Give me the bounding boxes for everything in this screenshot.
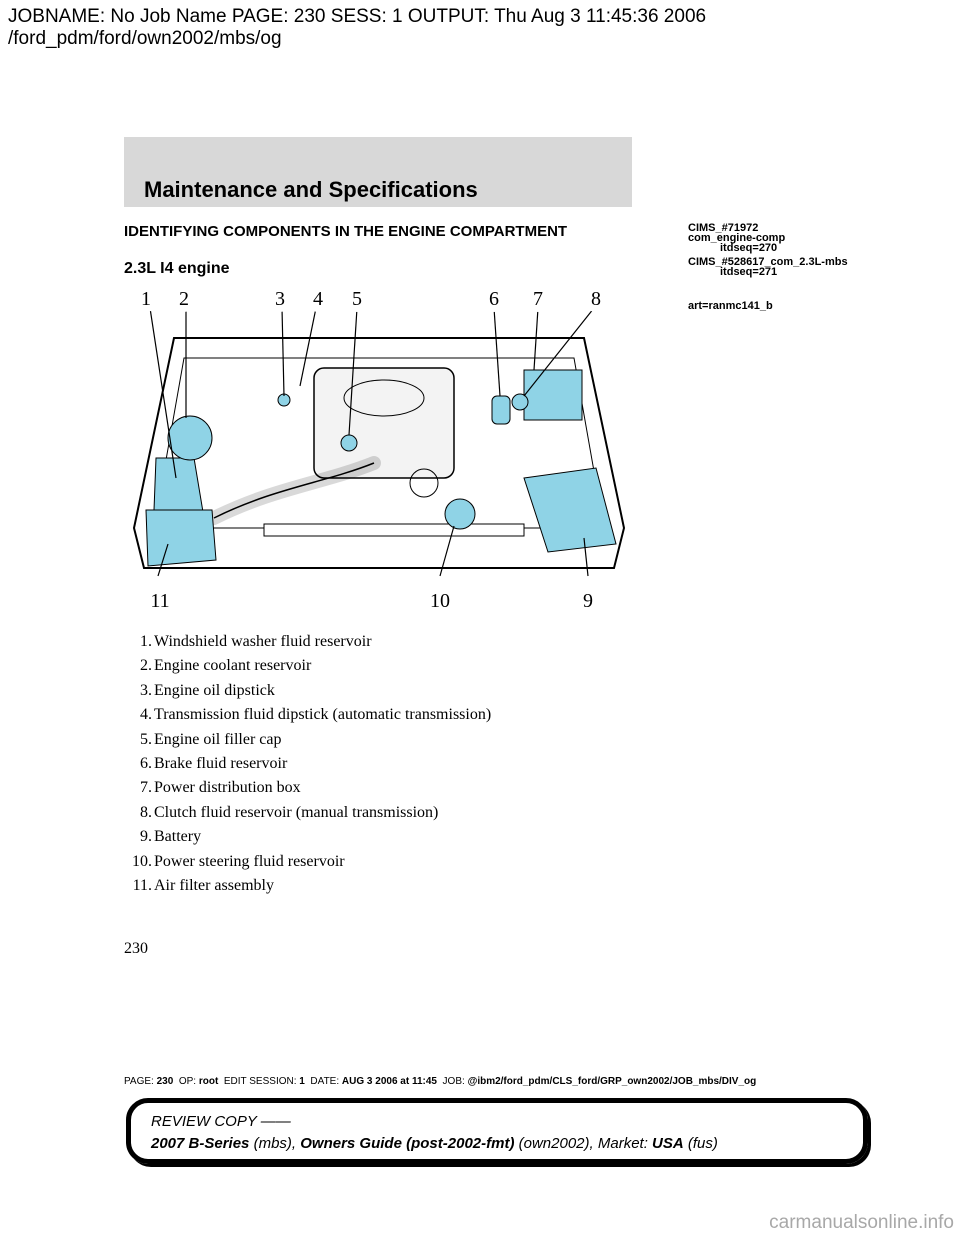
item-label: Engine oil filler cap bbox=[154, 730, 282, 748]
item-number: 9. bbox=[140, 828, 152, 846]
review-copy-box: REVIEW COPY —— 2007 B-Series (mbs), Owne… bbox=[126, 1098, 868, 1164]
section-banner: Maintenance and Specifications bbox=[124, 137, 632, 207]
list-item: 3.Engine oil dipstick bbox=[124, 679, 644, 703]
item-number: 2. bbox=[140, 657, 152, 675]
art-reference: art=ranmc141_b bbox=[688, 300, 773, 312]
cims-id-1: CIMS_#71972 bbox=[688, 222, 759, 234]
item-label: Transmission fluid dipstick (automatic t… bbox=[154, 706, 492, 724]
cims-id-2: CIMS_#528617_com_2.3L-mbs bbox=[688, 256, 848, 268]
page-number: 230 bbox=[124, 940, 148, 957]
item-number: 3. bbox=[140, 681, 152, 699]
list-item: 8.Clutch fluid reservoir (manual transmi… bbox=[124, 801, 644, 825]
footer-job-info: PAGE: 230 OP: root EDIT SESSION: 1 DATE:… bbox=[124, 1076, 757, 1087]
cims-block-2: CIMS_#528617_com_2.3L-mbs itdseq=271 bbox=[688, 256, 848, 278]
cims-seq-1: itdseq=270 bbox=[720, 242, 778, 254]
job-header-line2: /ford_pdm/ford/own2002/mbs/og bbox=[8, 28, 282, 49]
radiator-support bbox=[263, 523, 525, 537]
engine-block bbox=[313, 367, 455, 479]
brake-reservoir bbox=[491, 395, 511, 425]
oil-filler-cap bbox=[340, 434, 358, 452]
watermark: carmanualsonline.info bbox=[769, 1212, 954, 1233]
item-number: 10. bbox=[132, 852, 152, 870]
engine-compartment-diagram: 1 2 3 4 5 6 7 8 9 10 11 bbox=[124, 278, 634, 618]
engine-illustration: 1 2 3 4 5 6 7 8 9 10 11 bbox=[132, 284, 626, 614]
list-item: 4.Transmission fluid dipstick (automatic… bbox=[124, 703, 644, 727]
callout-4: 4 bbox=[313, 288, 323, 310]
item-label: Windshield washer fluid reservoir bbox=[154, 633, 372, 650]
item-number: 8. bbox=[140, 803, 152, 821]
review-copy-label: REVIEW COPY —— bbox=[151, 1113, 291, 1130]
item-label: Brake fluid reservoir bbox=[154, 754, 288, 772]
item-label: Engine oil dipstick bbox=[154, 681, 275, 699]
item-label: Power distribution box bbox=[154, 779, 301, 797]
item-label: Air filter assembly bbox=[154, 876, 274, 894]
cims-code-1: com_engine-comp bbox=[688, 232, 786, 244]
item-number: 6. bbox=[140, 754, 152, 772]
page-heading: IDENTIFYING COMPONENTS IN THE ENGINE COM… bbox=[124, 223, 568, 240]
clutch-reservoir bbox=[511, 393, 529, 411]
coolant-reservoir bbox=[167, 415, 213, 461]
air-filter-box bbox=[145, 509, 217, 567]
list-item: 6.Brake fluid reservoir bbox=[124, 752, 644, 776]
sub-heading: 2.3L I4 engine bbox=[124, 260, 230, 277]
review-copy-details: 2007 B-Series (mbs), Owners Guide (post-… bbox=[151, 1135, 718, 1152]
power-distribution-box bbox=[523, 369, 583, 421]
callout-labels: 1 2 3 4 5 6 7 8 9 10 11 bbox=[132, 284, 610, 614]
component-list: 1.Windshield washer fluid reservoir 2.En… bbox=[124, 630, 644, 898]
callout-7: 7 bbox=[533, 288, 543, 310]
list-item: 7.Power distribution box bbox=[124, 776, 644, 800]
air-intake-line bbox=[213, 462, 375, 519]
cims-seq-2: itdseq=271 bbox=[720, 266, 778, 278]
list-item: 9.Battery bbox=[124, 825, 644, 849]
list-item: 10.Power steering fluid reservoir bbox=[124, 850, 644, 874]
callout-8: 8 bbox=[591, 288, 601, 310]
job-header-line1: JOBNAME: No Job Name PAGE: 230 SESS: 1 O… bbox=[8, 6, 707, 27]
callout-3: 3 bbox=[275, 288, 285, 310]
pulley bbox=[409, 468, 439, 498]
power-steering-reservoir bbox=[444, 498, 476, 530]
list-item: 2.Engine coolant reservoir bbox=[124, 654, 644, 678]
list-item: 1.Windshield washer fluid reservoir bbox=[124, 630, 644, 654]
callout-6: 6 bbox=[489, 288, 499, 310]
list-item: 5.Engine oil filler cap bbox=[124, 728, 644, 752]
job-header: JOBNAME: No Job Name PAGE: 230 SESS: 1 O… bbox=[8, 6, 706, 50]
intake-plenum bbox=[343, 379, 425, 417]
callout-5: 5 bbox=[352, 288, 362, 310]
callout-1: 1 bbox=[141, 288, 151, 310]
item-label: Battery bbox=[154, 828, 202, 846]
leader-lines bbox=[149, 307, 595, 577]
callout-11: 11 bbox=[150, 590, 169, 612]
item-label: Clutch fluid reservoir (manual transmiss… bbox=[154, 803, 439, 821]
cims-block-1: CIMS_#71972 com_engine-comp itdseq=270 bbox=[688, 222, 786, 254]
list-item: 11.Air filter assembly bbox=[124, 874, 644, 898]
callout-10: 10 bbox=[430, 590, 450, 612]
item-number: 4. bbox=[140, 706, 152, 724]
item-number: 5. bbox=[140, 730, 152, 748]
item-number: 1. bbox=[140, 633, 152, 650]
item-number: 7. bbox=[140, 779, 152, 797]
item-number: 11. bbox=[132, 876, 152, 894]
item-label: Power steering fluid reservoir bbox=[154, 852, 345, 870]
callout-9: 9 bbox=[583, 590, 593, 612]
battery bbox=[523, 467, 617, 553]
callout-2: 2 bbox=[179, 288, 189, 310]
section-title: Maintenance and Specifications bbox=[144, 177, 478, 202]
item-label: Engine coolant reservoir bbox=[154, 657, 312, 675]
